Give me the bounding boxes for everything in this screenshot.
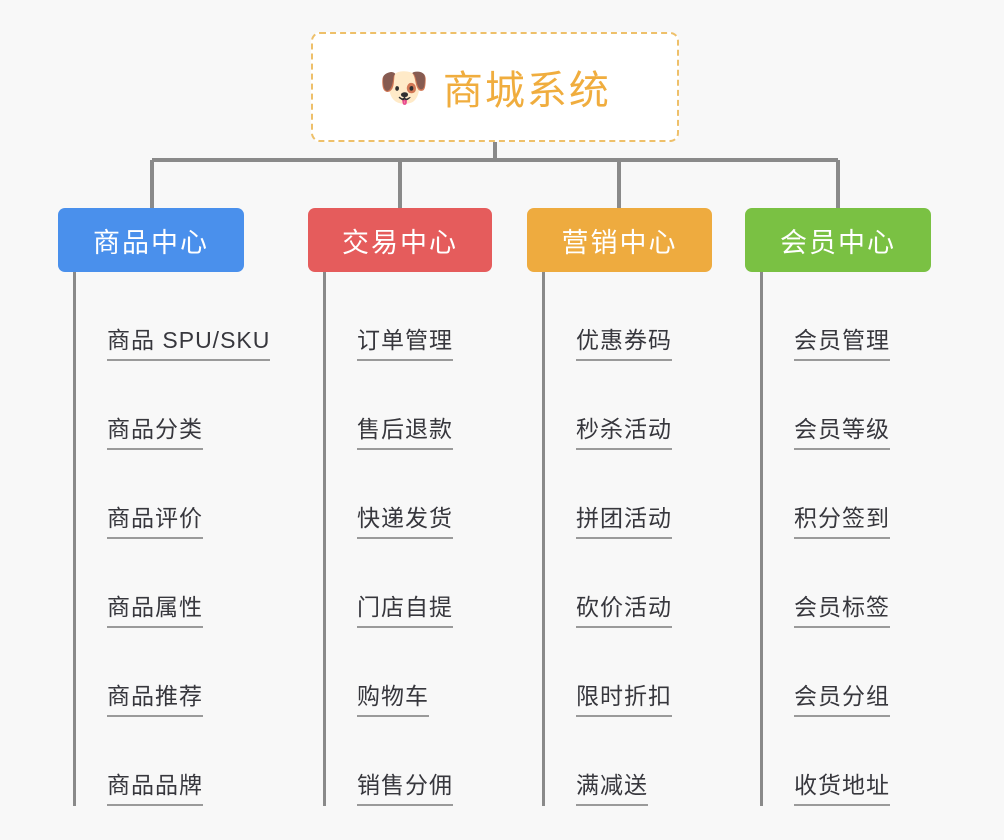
leaf-item[interactable]: 积分签到 <box>763 450 890 539</box>
branch-title: 营销中心 <box>561 227 678 258</box>
branch-header-3[interactable]: 会员中心 <box>745 208 931 272</box>
leaf-label: 商品品牌 <box>107 772 203 806</box>
leaf-item[interactable]: 销售分佣 <box>326 717 453 806</box>
leaf-label: 会员等级 <box>794 416 890 450</box>
branch-column: 营销中心 优惠券码秒杀活动拼团活动砍价活动限时折扣满减送 <box>527 208 712 806</box>
leaf-item[interactable]: 限时折扣 <box>545 628 672 717</box>
leaf-label: 满减送 <box>576 772 648 806</box>
leaf-item[interactable]: 会员标签 <box>763 539 890 628</box>
leaf-item[interactable]: 购物车 <box>326 628 429 717</box>
leaf-label: 收货地址 <box>794 772 890 806</box>
leaf-label: 商品 SPU/SKU <box>107 327 271 361</box>
branch-column: 商品中心 商品 SPU/SKU 商品分类商品评价商品属性商品推荐商品品牌 <box>58 208 271 806</box>
leaf-label: 购物车 <box>357 683 429 717</box>
leaf-item[interactable]: 商品属性 <box>76 539 203 628</box>
leaf-item[interactable]: 商品分类 <box>76 361 203 450</box>
leaf-label: 商品分类 <box>107 416 203 450</box>
leaf-item[interactable]: 商品推荐 <box>76 628 203 717</box>
leaf-label: 秒杀活动 <box>576 416 672 450</box>
leaf-label: 积分签到 <box>794 505 890 539</box>
branch-title: 交易中心 <box>342 227 458 258</box>
leaf-label: 快递发货 <box>357 505 453 539</box>
leaf-item[interactable]: 快递发货 <box>326 450 453 539</box>
leaf-label: 销售分佣 <box>357 772 453 806</box>
leaf-item[interactable]: 优惠券码 <box>545 272 672 361</box>
leaf-list: 优惠券码秒杀活动拼团活动砍价活动限时折扣满减送 <box>542 272 672 806</box>
leaf-item[interactable]: 会员分组 <box>763 628 890 717</box>
leaf-label: 砍价活动 <box>576 594 672 628</box>
leaf-list: 订单管理售后退款快递发货门店自提购物车销售分佣 <box>323 272 453 806</box>
leaf-item[interactable]: 会员管理 <box>763 272 890 361</box>
branch-title: 会员中心 <box>780 227 896 258</box>
leaf-item[interactable]: 会员等级 <box>763 361 890 450</box>
leaf-item[interactable]: 门店自提 <box>326 539 453 628</box>
leaf-label: 会员管理 <box>794 327 890 361</box>
leaf-label: 优惠券码 <box>576 327 672 361</box>
root-title: 商城系统 <box>442 69 611 113</box>
leaf-label: 商品评价 <box>107 505 203 539</box>
leaf-item[interactable]: 拼团活动 <box>545 450 672 539</box>
leaf-item[interactable]: 砍价活动 <box>545 539 672 628</box>
leaf-item[interactable]: 收货地址 <box>763 717 890 806</box>
leaf-item[interactable]: 满减送 <box>545 717 648 806</box>
leaf-item[interactable]: 商品品牌 <box>76 717 203 806</box>
leaf-label: 售后退款 <box>357 416 453 450</box>
leaf-list: 会员管理会员等级积分签到会员标签会员分组收货地址 <box>760 272 890 806</box>
branch-column: 会员中心 会员管理会员等级积分签到会员标签会员分组收货地址 <box>745 208 931 806</box>
leaf-item[interactable]: 秒杀活动 <box>545 361 672 450</box>
root-node[interactable]: 🐶 商城系统 <box>311 32 679 142</box>
leaf-label: 订单管理 <box>357 327 453 361</box>
leaf-label: 会员标签 <box>794 594 890 628</box>
branch-header-1[interactable]: 交易中心 <box>308 208 492 272</box>
shiba-dog-face-icon: 🐶 <box>379 66 429 110</box>
leaf-label: 门店自提 <box>357 594 453 628</box>
leaf-label: 限时折扣 <box>576 683 672 717</box>
branch-column: 交易中心 订单管理售后退款快递发货门店自提购物车销售分佣 <box>308 208 492 806</box>
leaf-label: 商品推荐 <box>107 683 203 717</box>
branch-header-0[interactable]: 商品中心 <box>58 208 244 272</box>
branch-header-2[interactable]: 营销中心 <box>527 208 712 272</box>
leaf-label: 会员分组 <box>794 683 890 717</box>
branch-title: 商品中心 <box>93 227 209 258</box>
leaf-list: 商品 SPU/SKU 商品分类商品评价商品属性商品推荐商品品牌 <box>73 272 271 806</box>
leaf-item[interactable]: 商品 SPU/SKU <box>76 272 271 361</box>
leaf-label: 拼团活动 <box>576 505 672 539</box>
leaf-item[interactable]: 商品评价 <box>76 450 203 539</box>
leaf-item[interactable]: 售后退款 <box>326 361 453 450</box>
leaf-label: 商品属性 <box>107 594 203 628</box>
leaf-item[interactable]: 订单管理 <box>326 272 453 361</box>
